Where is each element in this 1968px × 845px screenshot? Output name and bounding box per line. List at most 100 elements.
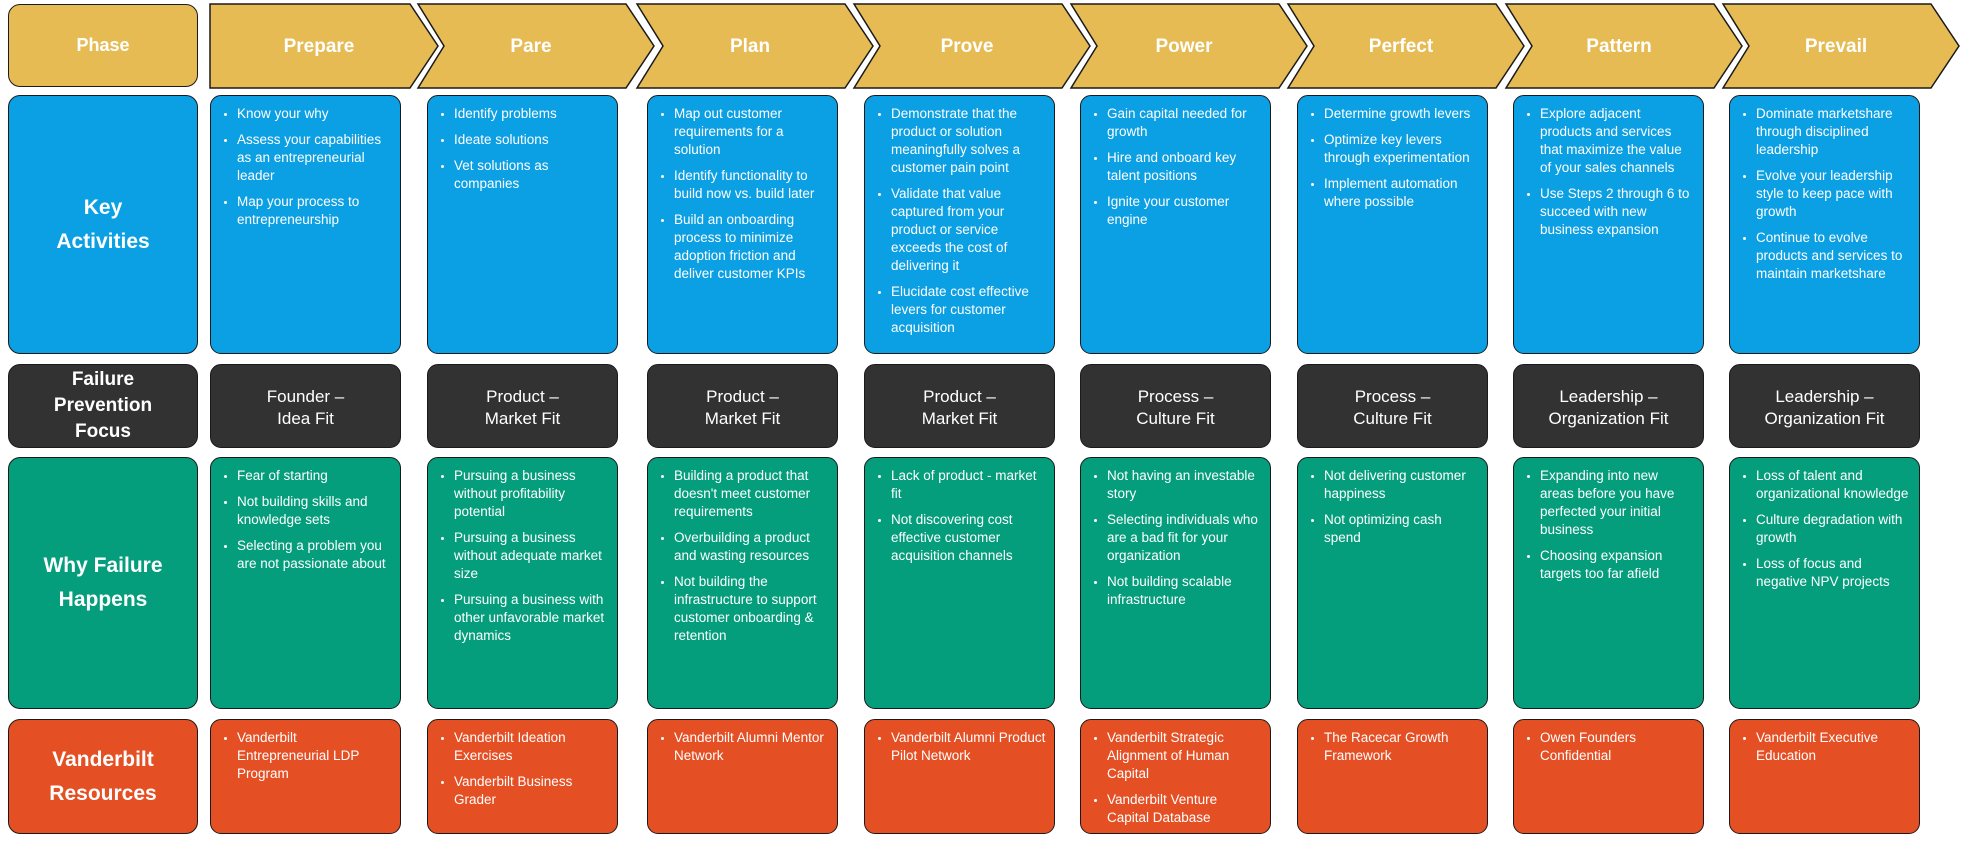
phase-header-prevail: Prevail (1721, 3, 1960, 89)
chevron-shape (1286, 3, 1525, 89)
focus-cell-plan: Product – Market Fit (647, 364, 838, 448)
failure-reason-item: Loss of focus and negative NPV projects (1756, 555, 1911, 591)
failure-reason-list: Not having an investable storySelecting … (1081, 458, 1270, 623)
resource-list: Vanderbilt Alumni Product Pilot Network (865, 720, 1054, 779)
failure-reason-list: Pursuing a business without profitabilit… (428, 458, 617, 659)
activity-item: Optimize key levers through experimentat… (1324, 131, 1479, 167)
activity-list: Determine growth leversOptimize key leve… (1298, 96, 1487, 225)
resource-item: Owen Founders Confidential (1540, 729, 1695, 765)
activity-item: Map out customer requirements for a solu… (674, 105, 829, 159)
focus-cell-pattern: Leadership – Organization Fit (1513, 364, 1704, 448)
activity-item: Gain capital needed for growth (1107, 105, 1262, 141)
failure-reason-list: Expanding into new areas before you have… (1514, 458, 1703, 597)
activity-list: Demonstrate that the product or solution… (865, 96, 1054, 351)
resources-cell-prepare: Vanderbilt Entrepreneurial LDP Program (210, 719, 401, 834)
resource-item: Vanderbilt Business Grader (454, 773, 609, 809)
failure-reason-item: Overbuilding a product and wasting resou… (674, 529, 829, 565)
resources-cell-power: Vanderbilt Strategic Alignment of Human … (1080, 719, 1271, 834)
failure-reason-item: Pursuing a business with other unfavorab… (454, 591, 609, 645)
activity-item: Elucidate cost effective levers for cust… (891, 283, 1046, 337)
row-label-vanderbilt-resources: Vanderbilt Resources (8, 719, 198, 834)
phase-header-perfect: Perfect (1286, 3, 1525, 89)
failure-reason-item: Building a product that doesn't meet cus… (674, 467, 829, 521)
resources-cell-perfect: The Racecar Growth Framework (1297, 719, 1488, 834)
phase-header-plan: Plan (635, 3, 874, 89)
activity-list: Identify problemsIdeate solutionsVet sol… (428, 96, 617, 207)
chevron-shape (416, 3, 655, 89)
resources-cell-plan: Vanderbilt Alumni Mentor Network (647, 719, 838, 834)
activities-cell-plan: Map out customer requirements for a solu… (647, 95, 838, 354)
resources-cell-prove: Vanderbilt Alumni Product Pilot Network (864, 719, 1055, 834)
activity-list: Dominate marketshare through disciplined… (1730, 96, 1919, 297)
why-failure-cell-plan: Building a product that doesn't meet cus… (647, 457, 838, 709)
failure-reason-list: Loss of talent and organizational knowle… (1730, 458, 1919, 605)
resource-list: Owen Founders Confidential (1514, 720, 1703, 779)
chevron-shape (635, 3, 874, 89)
phase-name: Prepare (283, 35, 355, 57)
row-label-phase: Phase (8, 4, 198, 87)
failure-reason-item: Expanding into new areas before you have… (1540, 467, 1695, 539)
resource-item: Vanderbilt Alumni Mentor Network (674, 729, 829, 765)
why-failure-cell-prepare: Fear of startingNot building skills and … (210, 457, 401, 709)
activities-cell-power: Gain capital needed for growthHire and o… (1080, 95, 1271, 354)
activity-item: Explore adjacent products and services t… (1540, 105, 1695, 177)
resource-item: Vanderbilt Venture Capital Database (1107, 791, 1262, 827)
chevron-shape (852, 3, 1091, 89)
activity-item: Identify problems (454, 105, 609, 123)
focus-cell-prove: Product – Market Fit (864, 364, 1055, 448)
failure-reason-list: Fear of startingNot building skills and … (211, 458, 400, 587)
activity-item: Hire and onboard key talent positions (1107, 149, 1262, 185)
activity-item: Vet solutions as companies (454, 157, 609, 193)
activities-cell-pattern: Explore adjacent products and services t… (1513, 95, 1704, 354)
failure-reason-item: Not building skills and knowledge sets (237, 493, 392, 529)
why-failure-cell-pattern: Expanding into new areas before you have… (1513, 457, 1704, 709)
phase-header-pare: Pare (416, 3, 655, 89)
resource-list: Vanderbilt Entrepreneurial LDP Program (211, 720, 400, 797)
chevron-shape (1721, 3, 1960, 89)
activity-item: Continue to evolve products and services… (1756, 229, 1911, 283)
activities-cell-prevail: Dominate marketshare through disciplined… (1729, 95, 1920, 354)
failure-reason-item: Not having an investable story (1107, 467, 1262, 503)
why-failure-cell-perfect: Not delivering customer happinessNot opt… (1297, 457, 1488, 709)
phase-header-prepare: Prepare (209, 3, 439, 89)
resource-item: The Racecar Growth Framework (1324, 729, 1479, 765)
activity-item: Implement automation where possible (1324, 175, 1479, 211)
why-failure-cell-power: Not having an investable storySelecting … (1080, 457, 1271, 709)
activity-item: Identify functionality to build now vs. … (674, 167, 829, 203)
chevron-shape (1504, 3, 1743, 89)
failure-reason-item: Not delivering customer happiness (1324, 467, 1479, 503)
resources-cell-prevail: Vanderbilt Executive Education (1729, 719, 1920, 834)
resource-list: Vanderbilt Ideation ExercisesVanderbilt … (428, 720, 617, 823)
resource-item: Vanderbilt Strategic Alignment of Human … (1107, 729, 1262, 783)
failure-reason-item: Selecting individuals who are a bad fit … (1107, 511, 1262, 565)
activity-item: Ignite your customer engine (1107, 193, 1262, 229)
failure-reason-list: Lack of product - market fitNot discover… (865, 458, 1054, 579)
phase-header-pattern: Pattern (1504, 3, 1743, 89)
resource-list: Vanderbilt Strategic Alignment of Human … (1081, 720, 1270, 841)
failure-reason-item: Pursuing a business without adequate mar… (454, 529, 609, 583)
activity-item: Validate that value captured from your p… (891, 185, 1046, 275)
activities-cell-prepare: Know your whyAssess your capabilities as… (210, 95, 401, 354)
activity-item: Dominate marketshare through disciplined… (1756, 105, 1911, 159)
focus-cell-perfect: Process – Culture Fit (1297, 364, 1488, 448)
resource-list: Vanderbilt Executive Education (1730, 720, 1919, 779)
resource-item: Vanderbilt Executive Education (1756, 729, 1911, 765)
row-label-why-failure-happens: Why Failure Happens (8, 457, 198, 709)
phase-name: Prevail (1804, 35, 1868, 57)
resource-list: The Racecar Growth Framework (1298, 720, 1487, 779)
activity-item: Use Steps 2 through 6 to succeed with ne… (1540, 185, 1695, 239)
focus-cell-pare: Product – Market Fit (427, 364, 618, 448)
resource-list: Vanderbilt Alumni Mentor Network (648, 720, 837, 779)
phase-name: Plan (729, 35, 771, 57)
failure-reason-item: Not building the infrastructure to suppo… (674, 573, 829, 645)
failure-reason-item: Pursuing a business without profitabilit… (454, 467, 609, 521)
why-failure-cell-pare: Pursuing a business without profitabilit… (427, 457, 618, 709)
activity-item: Evolve your leadership style to keep pac… (1756, 167, 1911, 221)
failure-reason-item: Not optimizing cash spend (1324, 511, 1479, 547)
resource-item: Vanderbilt Ideation Exercises (454, 729, 609, 765)
focus-cell-prepare: Founder – Idea Fit (210, 364, 401, 448)
phase-header-prove: Prove (852, 3, 1091, 89)
activity-item: Assess your capabilities as an entrepren… (237, 131, 392, 185)
resource-item: Vanderbilt Entrepreneurial LDP Program (237, 729, 392, 783)
failure-reason-item: Loss of talent and organizational knowle… (1756, 467, 1911, 503)
